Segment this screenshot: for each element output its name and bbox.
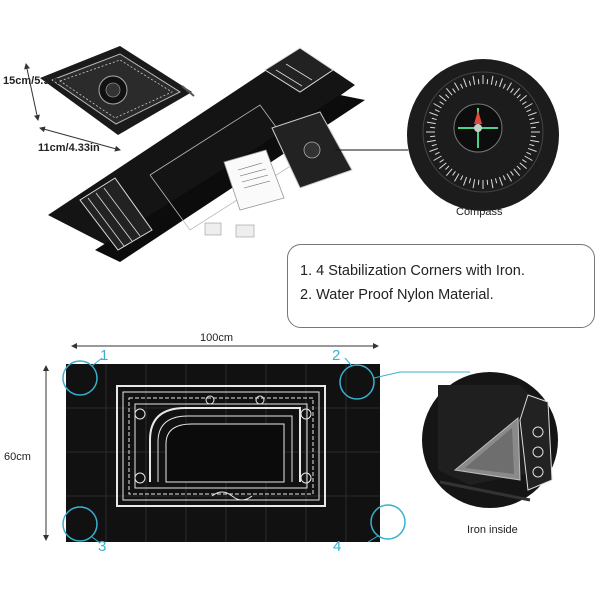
compass-tick [529,143,535,147]
compass-tick [445,165,450,170]
compass-tick [445,168,453,176]
compass-tick [502,83,506,89]
compass-tick [510,171,514,176]
compass-tick [506,173,512,182]
compass-tick [439,94,447,102]
compass-tick [452,171,456,176]
compass-tick [429,112,439,117]
compass-tick [439,162,447,170]
compass-tick [460,175,464,181]
compass-tick [434,109,440,113]
prayer-mat [66,364,380,542]
compass-tick [468,178,472,184]
compass-tick [433,103,442,109]
pouch-height-arrow [24,63,40,121]
feature-2: 2. Water Proof Nylon Material. [300,287,494,303]
mat-width-label: 100cm [200,332,234,344]
feature-box: 1. 4 Stabilization Corners with Iron. 2.… [287,244,595,328]
compass-tick [502,175,506,181]
compass-tick [468,80,472,86]
compass-tick [454,82,460,91]
compass-closeup [407,59,559,211]
iron-corner-closeup [422,372,558,508]
compass-tick [529,117,535,121]
compass-tick [433,155,442,161]
corner-4-number: 4 [333,538,342,555]
compass-tick [439,101,444,105]
compass-tick [494,80,498,86]
compass-tick [519,162,527,170]
compass-tick [524,103,533,109]
feature-1: 1. 4 Stabilization Corners with Iron. [300,263,525,279]
folded-pouch [40,46,195,135]
compass-tick [513,168,521,176]
compass-tick [490,75,494,85]
compass-tick [519,94,527,102]
compass-tick [434,151,440,155]
compass-tick [522,101,527,105]
compass-tick [494,178,498,184]
corner-2-marker [339,364,375,400]
compass-tick [431,143,437,147]
compass-tick [510,88,514,93]
compass-tick [431,117,437,121]
compass-tick [429,147,439,152]
compass-tick [454,173,460,182]
corner-1-number: 1 [100,347,109,364]
compass-tick [463,78,468,88]
compass-tick [426,139,436,143]
corner-3-marker [62,506,98,542]
compass-tick [463,176,468,186]
corner-4-marker [370,504,406,540]
compass-tick [445,94,450,99]
compass-tick [530,139,540,143]
compass-tick [498,176,503,186]
corner-2-number: 2 [332,347,341,364]
pouch-width-arrow [39,126,121,152]
compass-tick [522,159,527,163]
compass-tick [472,75,476,85]
compass-tick [490,179,494,189]
compass-tick [452,88,456,93]
compass-tick [516,94,521,99]
compass-tick [445,88,453,96]
corner-1-marker [62,360,98,396]
mat-height-label: 60cm [4,451,31,463]
compass-tick [460,83,464,89]
unfolded-mat-angled [48,47,365,262]
compass-tick [472,179,476,189]
compass-tick [516,165,521,170]
compass-tick [513,88,521,96]
zoom-connector [373,371,470,379]
compass-tick [506,82,512,91]
compass-tick [527,112,537,117]
compass-tick [527,147,537,152]
compass-tick [439,159,444,163]
compass-tick [526,151,532,155]
compass-tick [530,121,540,125]
pouch-height-label: 15cm/5.9in [3,75,60,87]
iron-caption: Iron inside [467,524,518,536]
pouch-width-label: 11cm/4.33in [38,142,100,154]
compass-caption: Compass [456,206,503,218]
compass-tick [426,121,436,125]
compass-tick [524,155,533,161]
corner-3-number: 3 [98,538,107,555]
compass-tick [526,109,532,113]
compass-tick [498,78,503,88]
